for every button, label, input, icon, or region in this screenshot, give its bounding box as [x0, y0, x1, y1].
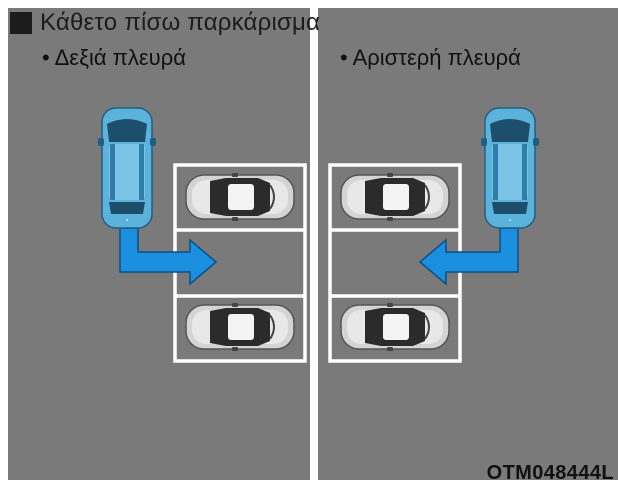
title-text: Κάθετο πίσω παρκάρισμα: [40, 9, 321, 36]
direction-arrow-icon: [418, 227, 519, 286]
direction-arrow-icon: [119, 227, 218, 286]
parked-car-icon: [185, 302, 295, 352]
scene-right-side-panel: [8, 8, 310, 480]
parked-car-icon: [185, 172, 295, 222]
label-right-side: • Δεξιά πλευρά: [42, 45, 186, 70]
ego-car-icon: [97, 107, 157, 229]
center-divider: [310, 0, 318, 487]
scene-left-side-panel: [318, 8, 618, 480]
parked-car-icon: [340, 172, 450, 222]
parked-car-icon: [340, 302, 450, 352]
figure-code: OTM048444L: [486, 462, 614, 484]
label-left-side: • Αριστερή πλευρά: [340, 45, 521, 70]
title-bullet-square: [10, 12, 32, 34]
ego-car-icon: [480, 107, 540, 229]
page-title: Κάθετο πίσω παρκάρισμα: [10, 10, 320, 36]
